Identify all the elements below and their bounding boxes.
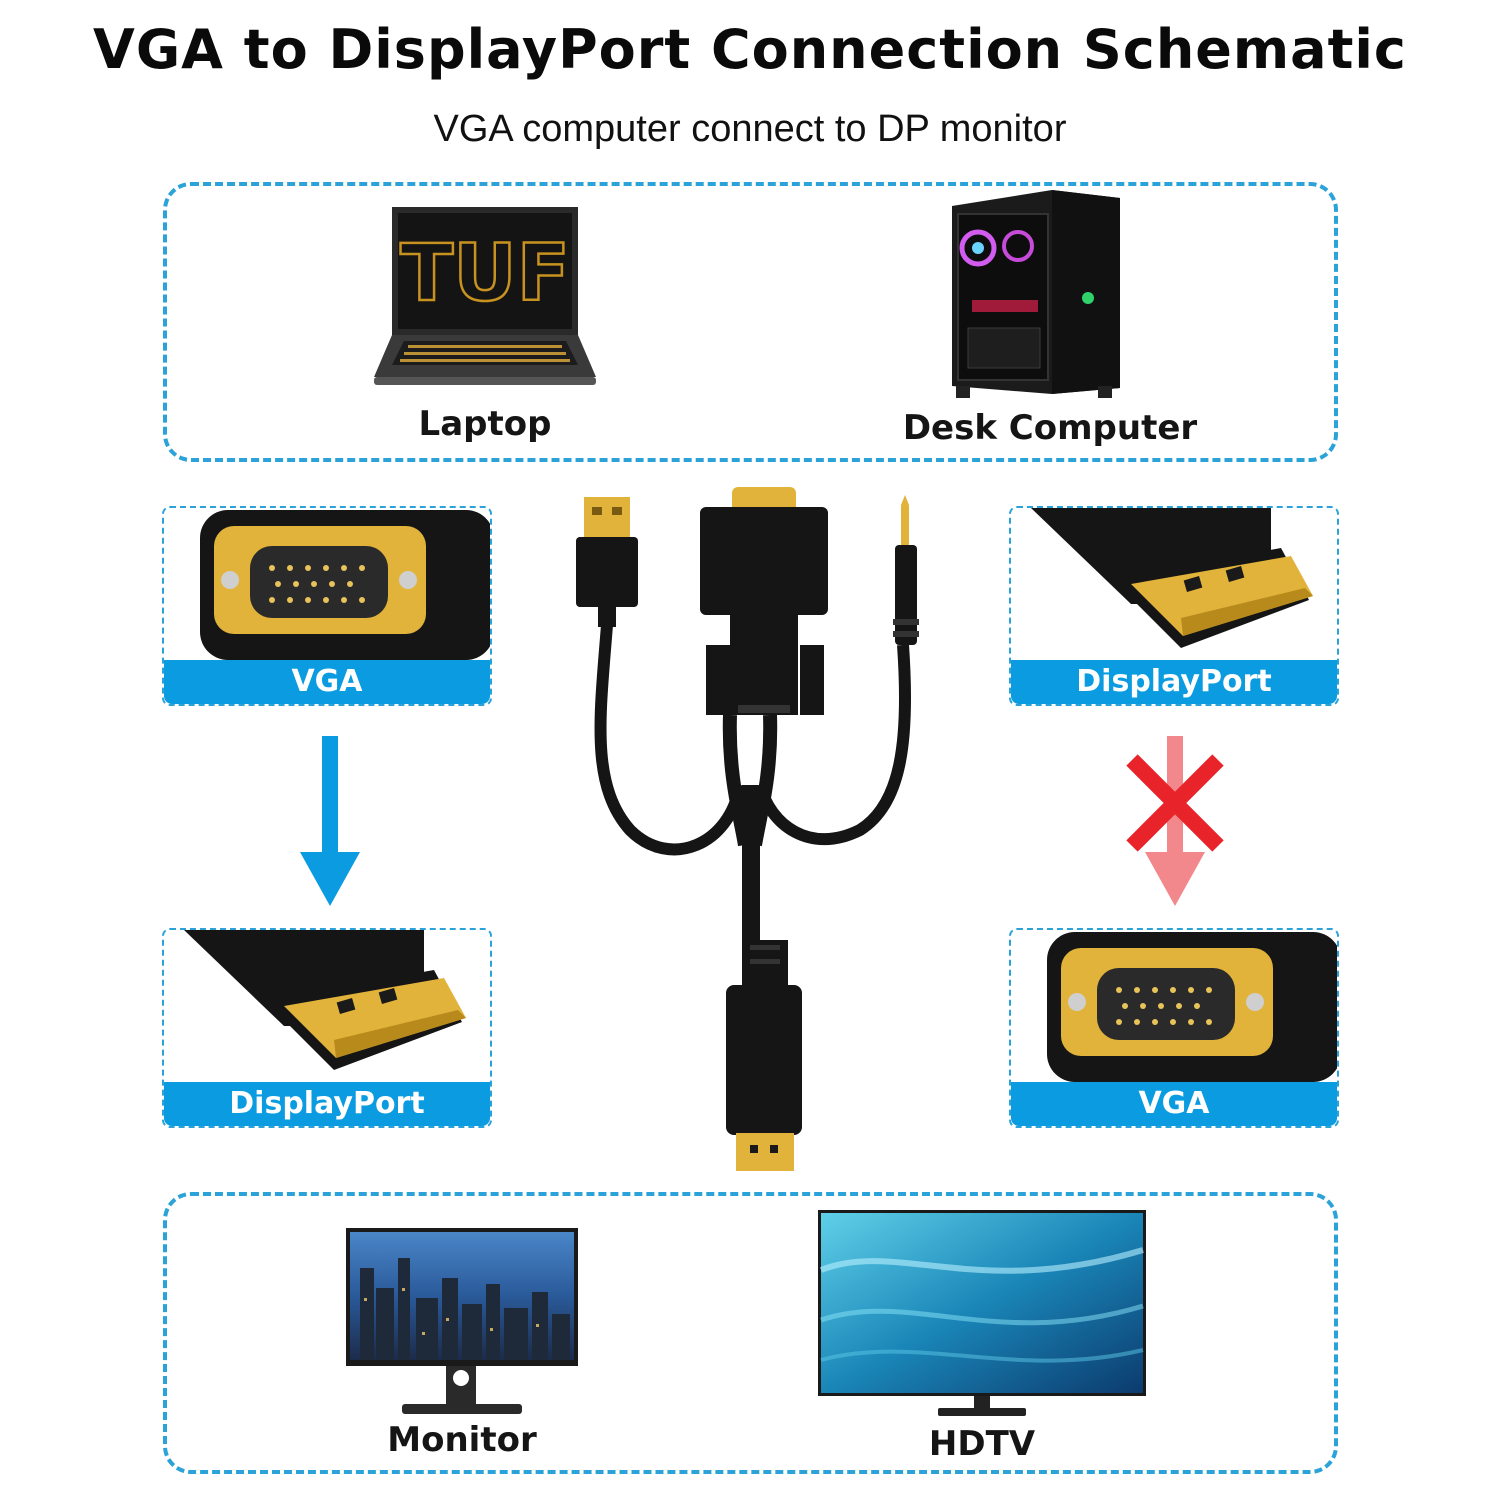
arrow-down-icon [300, 736, 360, 908]
connector-label-vga-output: VGA [1011, 1082, 1337, 1126]
laptop-icon: TUF [374, 207, 596, 385]
connector-card-vga-input: VGA [162, 506, 492, 706]
vga-connector-icon [200, 510, 490, 660]
desktop-tower-icon [952, 190, 1120, 398]
page-title: VGA to DisplayPort Connection Schematic [93, 18, 1407, 81]
laptop-label: Laptop [418, 404, 552, 444]
monitor-icon [346, 1228, 578, 1414]
hdtv-icon [818, 1210, 1146, 1416]
adapter-cable-image [570, 485, 930, 1175]
connector-label-vga-input: VGA [164, 660, 490, 704]
svg-text:TUF: TUF [400, 229, 570, 319]
vga-connector-icon [1047, 932, 1337, 1082]
source-devices-box [163, 182, 1338, 462]
display-devices-box [163, 1192, 1338, 1474]
page-subtitle: VGA computer connect to DP monitor [433, 108, 1067, 150]
displayport-connector-icon [184, 930, 466, 1070]
connector-card-displayport-output: DisplayPort [162, 928, 492, 1128]
connector-label-displayport-input: DisplayPort [1011, 660, 1337, 704]
desktop-image [948, 188, 1124, 402]
laptop-image: TUF [372, 205, 598, 389]
connector-card-displayport-input: DisplayPort [1009, 506, 1339, 706]
arrow-down-crossed-icon [1124, 736, 1226, 908]
connector-card-vga-output: VGA [1009, 928, 1339, 1128]
displayport-connector-icon [1031, 508, 1313, 648]
monitor-image [346, 1228, 578, 1418]
hdtv-image [818, 1210, 1146, 1418]
hdtv-label: HDTV [928, 1424, 1036, 1464]
desktop-label: Desk Computer [902, 408, 1198, 448]
connector-label-displayport-output: DisplayPort [164, 1082, 490, 1126]
monitor-label: Monitor [387, 1420, 537, 1460]
